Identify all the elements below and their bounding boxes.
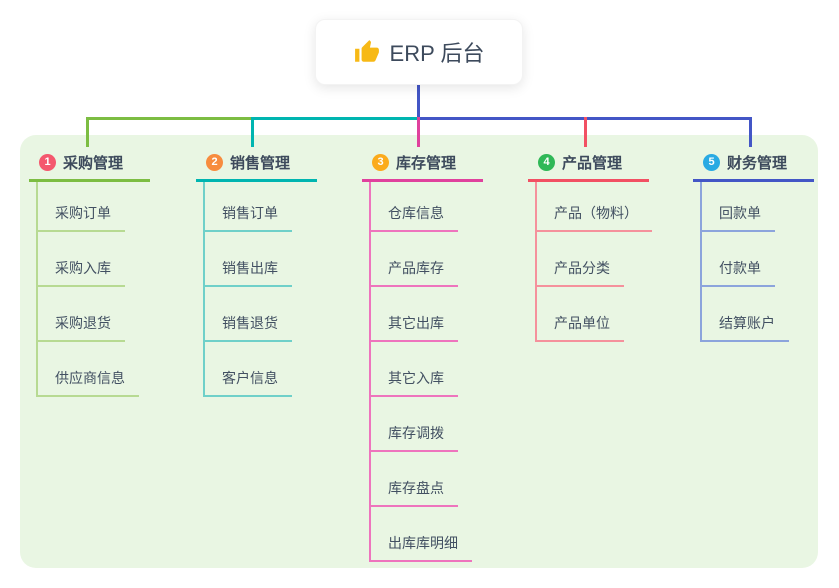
thumbs-up-icon: [354, 39, 380, 65]
child-label: 仓库信息: [388, 205, 444, 221]
child-node[interactable]: 采购退货: [38, 287, 125, 342]
branch-label-sales[interactable]: 2 销售管理: [196, 146, 317, 182]
child-label: 供应商信息: [55, 370, 125, 386]
branch-sales: 2 销售管理 销售订单 销售出库 销售退货 客户信息: [196, 146, 317, 397]
child-node[interactable]: 采购订单: [38, 182, 125, 232]
child-label: 客户信息: [222, 370, 278, 386]
child-node[interactable]: 其它出库: [371, 287, 458, 342]
branch-product: 4 产品管理 产品（物料） 产品分类 产品单位: [528, 146, 652, 342]
child-label: 回款单: [719, 205, 761, 221]
mindmap-panel: [20, 135, 818, 568]
child-node[interactable]: 产品库存: [371, 232, 458, 287]
child-node[interactable]: 付款单: [702, 232, 775, 287]
connector-drop-b3: [417, 117, 420, 147]
branch-title: 采购管理: [63, 155, 124, 172]
child-label: 付款单: [719, 260, 761, 276]
connector-horizontal-b1: [86, 117, 254, 120]
child-node[interactable]: 供应商信息: [38, 342, 139, 397]
child-node[interactable]: 产品单位: [537, 287, 624, 342]
child-label: 产品（物料）: [554, 205, 638, 221]
branch-label-finance[interactable]: 5 财务管理: [693, 146, 814, 182]
children-column-product: 产品（物料） 产品分类 产品单位: [535, 182, 652, 342]
child-label: 采购订单: [55, 205, 111, 221]
child-node[interactable]: 采购入库: [38, 232, 125, 287]
child-label: 库存调拨: [388, 425, 444, 441]
children-column-finance: 回款单 付款单 结算账户: [700, 182, 789, 342]
child-node[interactable]: 库存盘点: [371, 452, 458, 507]
root-label: ERP 后台: [389, 41, 485, 66]
connector-root-drop: [417, 83, 420, 118]
child-label: 出库库明细: [388, 535, 458, 551]
branch-title: 销售管理: [230, 155, 291, 172]
branch-label-inventory[interactable]: 3 库存管理: [362, 146, 483, 182]
child-label: 销售出库: [222, 260, 278, 276]
child-node[interactable]: 产品（物料）: [537, 182, 652, 232]
connector-drop-b5: [749, 117, 752, 147]
badge-5: 5: [703, 154, 720, 171]
branch-label-product[interactable]: 4 产品管理: [528, 146, 649, 182]
connector-horizontal-b2: [251, 117, 420, 120]
child-node[interactable]: 销售退货: [205, 287, 292, 342]
child-label: 结算账户: [719, 315, 775, 331]
branch-label-purchase[interactable]: 1 采购管理: [29, 146, 150, 182]
child-node[interactable]: 其它入库: [371, 342, 458, 397]
child-label: 产品库存: [388, 260, 444, 276]
child-label: 产品单位: [554, 315, 610, 331]
root-node[interactable]: ERP 后台: [315, 19, 523, 85]
child-label: 采购入库: [55, 260, 111, 276]
child-node[interactable]: 仓库信息: [371, 182, 458, 232]
child-node[interactable]: 库存调拨: [371, 397, 458, 452]
children-column-inventory: 仓库信息 产品库存 其它出库 其它入库 库存调拨 库存盘点 出库库明细: [369, 182, 472, 562]
connector-drop-b1: [86, 117, 89, 147]
child-node[interactable]: 销售出库: [205, 232, 292, 287]
child-label: 其它出库: [388, 315, 444, 331]
child-node[interactable]: 销售订单: [205, 182, 292, 232]
badge-3: 3: [372, 154, 389, 171]
children-column-purchase: 采购订单 采购入库 采购退货 供应商信息: [36, 182, 139, 397]
branch-finance: 5 财务管理 回款单 付款单 结算账户: [693, 146, 814, 342]
child-node[interactable]: 结算账户: [702, 287, 789, 342]
badge-4: 4: [538, 154, 555, 171]
branch-title: 财务管理: [727, 155, 788, 172]
child-node[interactable]: 客户信息: [205, 342, 292, 397]
badge-2: 2: [206, 154, 223, 171]
branch-title: 产品管理: [562, 155, 623, 172]
child-node[interactable]: 产品分类: [537, 232, 624, 287]
child-label: 采购退货: [55, 315, 111, 331]
child-label: 其它入库: [388, 370, 444, 386]
child-label: 销售退货: [222, 315, 278, 331]
child-node[interactable]: 出库库明细: [371, 507, 472, 562]
child-label: 库存盘点: [388, 480, 444, 496]
connector-drop-b2: [251, 117, 254, 147]
branch-inventory: 3 库存管理 仓库信息 产品库存 其它出库 其它入库 库存调拨 库存盘点 出库库…: [362, 146, 483, 562]
branch-title: 库存管理: [396, 155, 457, 172]
child-label: 销售订单: [222, 205, 278, 221]
children-column-sales: 销售订单 销售出库 销售退货 客户信息: [203, 182, 292, 397]
child-label: 产品分类: [554, 260, 610, 276]
child-node[interactable]: 回款单: [702, 182, 775, 232]
branch-purchase: 1 采购管理 采购订单 采购入库 采购退货 供应商信息: [29, 146, 150, 397]
connector-drop-b4: [584, 117, 587, 147]
badge-1: 1: [39, 154, 56, 171]
